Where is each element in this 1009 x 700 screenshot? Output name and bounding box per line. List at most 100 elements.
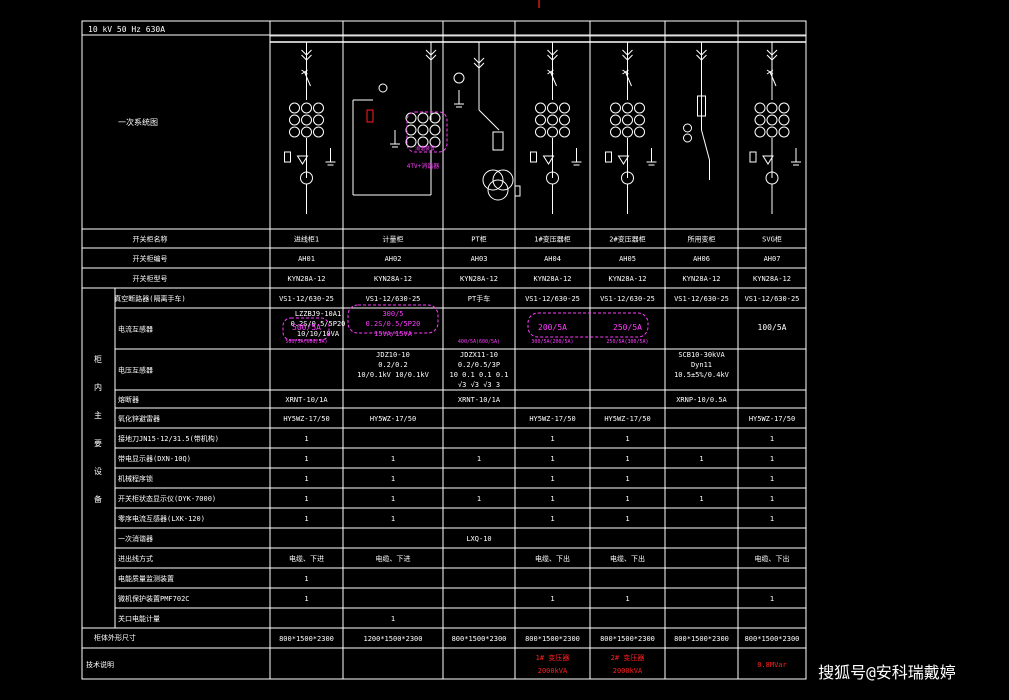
row-label-meter: 关口电能计量 xyxy=(118,614,160,623)
cell-mech-lock: 1 xyxy=(770,475,774,483)
cell-earth-switch: 1 xyxy=(770,435,774,443)
cell-metering-panel: 1 xyxy=(304,575,308,583)
ct-zero-symbol xyxy=(605,151,612,163)
breaker-blade xyxy=(550,71,557,87)
ct-zero-symbol xyxy=(749,151,757,163)
watermark-text: 搜狐号@安科瑞戴婷 xyxy=(818,663,956,682)
breaker-x xyxy=(622,69,629,75)
fuse-symbol xyxy=(492,131,504,151)
ct-symbol xyxy=(610,114,621,126)
pt-winding xyxy=(487,179,509,201)
cell-controller: 1 xyxy=(770,495,774,503)
indicator-symbol xyxy=(762,155,774,165)
cell-arrester: HY5WZ-17/50 xyxy=(283,415,329,423)
ct-note: 400/5A(600/5A) xyxy=(458,339,500,345)
cell-name: 计量柜 xyxy=(383,235,404,244)
row-label-ct: 电流互感器 xyxy=(118,325,153,334)
cell-incoming: 电缆、下出 xyxy=(535,554,570,563)
cell-live-display: 1 xyxy=(550,455,554,463)
ct-symbol xyxy=(535,102,546,114)
ct-symbol xyxy=(301,102,312,114)
vt-line: JDZ10-10 xyxy=(376,351,410,359)
ct-symbol xyxy=(622,126,633,138)
ct-ratio: 250/5A xyxy=(613,323,642,332)
vt-line: JDZX11-10 xyxy=(460,351,498,359)
ct-symbol xyxy=(559,114,570,126)
cell-arrester: HY5WZ-17/50 xyxy=(604,415,650,423)
remark-text: 2000kVA xyxy=(538,667,568,675)
cell-no: AH01 xyxy=(298,255,315,263)
cell-meter: 1 xyxy=(391,615,395,623)
cell-live-display: 1 xyxy=(391,455,395,463)
cell-dimensions: 1200*1500*2300 xyxy=(363,635,422,643)
cell-breaker: VS1-12/630-25 xyxy=(600,295,655,303)
cell-fuse: XRNT-10/1A xyxy=(285,396,328,404)
group-label-char: 设 xyxy=(94,466,102,476)
breaker-blade xyxy=(769,71,777,87)
ct-symbol xyxy=(778,114,790,126)
damping-resistor xyxy=(514,185,521,197)
cell-model: KYN28A-12 xyxy=(374,275,412,283)
cell-controller: 1 xyxy=(477,495,481,503)
ct-symbol xyxy=(313,126,324,138)
ct-symbol xyxy=(610,126,621,138)
ct-ratio: 200/5A xyxy=(538,323,567,332)
cell-incoming: 电缆、下进 xyxy=(289,554,324,563)
cell-name: PT柜 xyxy=(471,235,486,244)
cell-protection: 1 xyxy=(550,595,554,603)
row-label-mech-lock: 机械程序锁 xyxy=(118,474,153,483)
cell-breaker: VS1-12/630-25 xyxy=(745,295,800,303)
cell-arrester: HY5WZ-17/50 xyxy=(749,415,795,423)
cell-name: SVG柜 xyxy=(762,235,782,244)
ct-symbol xyxy=(289,102,300,114)
ct-note: 500/5A(600/5A) xyxy=(285,339,327,345)
ct-symbol xyxy=(547,114,558,126)
cell-controller: 1 xyxy=(391,495,395,503)
plug-symbol xyxy=(301,49,312,61)
cell-name: 进线柜1 xyxy=(294,235,319,244)
pt-link xyxy=(478,109,500,131)
cell-zero-ct: 1 xyxy=(304,515,308,523)
cell-model: KYN28A-12 xyxy=(609,275,647,283)
group-label-char: 要 xyxy=(94,439,102,448)
row-label-remarks: 技术说明 xyxy=(86,660,114,669)
cell-breaker: VS1-12/630-25 xyxy=(279,295,334,303)
cell-model: KYN28A-12 xyxy=(753,275,791,283)
cell-earth-switch: 1 xyxy=(304,435,308,443)
vt-line: 10 0.1 0.1 0.1 xyxy=(449,371,508,379)
indicator-lamp xyxy=(378,83,388,93)
row-label-metering-panel: 电能质量监测装置 xyxy=(118,574,174,583)
breaker-blade xyxy=(304,71,311,87)
cell-breaker: VS1-12/630-25 xyxy=(366,295,421,303)
ct-symbol xyxy=(610,102,621,114)
cell-incoming: 电缆、下出 xyxy=(755,554,790,563)
cell-mech-lock: 1 xyxy=(391,475,395,483)
row-label-cabinet-name: 开关柜名称 xyxy=(133,235,168,244)
cell-zero-ct: 1 xyxy=(770,515,774,523)
cell-earth-switch: 1 xyxy=(625,435,629,443)
row-label-earth-switch: 接地刀JN15-12/31.5(带机构) xyxy=(118,434,219,443)
cell-breaker: VS1-12/630-25 xyxy=(525,295,580,303)
cell-live-display: 1 xyxy=(477,455,481,463)
ct-symbol xyxy=(289,126,300,138)
cell-fuse: XRNP-10/0.5A xyxy=(676,396,727,404)
fuse-symbol xyxy=(697,95,706,117)
group-label-char: 内 xyxy=(94,382,102,392)
cell-dimensions: 800*1500*2300 xyxy=(525,635,580,643)
row-label-zero-ct: 零序电流互感器(LXK-120) xyxy=(118,514,205,523)
cell-name: 所用变柜 xyxy=(688,235,716,244)
cell-controller: 1 xyxy=(304,495,308,503)
ct-symbol xyxy=(301,114,312,126)
ct-zero-symbol xyxy=(530,151,537,163)
ct-line: 15VA/15VA xyxy=(374,330,413,338)
group-label-char: 柜 xyxy=(94,354,102,364)
cell-no: AH03 xyxy=(471,255,488,263)
ct-symbol xyxy=(754,114,766,126)
ct-line: 300/5 xyxy=(382,310,403,318)
ct-symbol xyxy=(313,102,324,114)
vt-line: 0.2/0.5/3P xyxy=(458,361,500,369)
cell-live-display: 1 xyxy=(699,455,703,463)
cell-zero-ct: 1 xyxy=(550,515,554,523)
ct-symbol xyxy=(778,102,790,114)
